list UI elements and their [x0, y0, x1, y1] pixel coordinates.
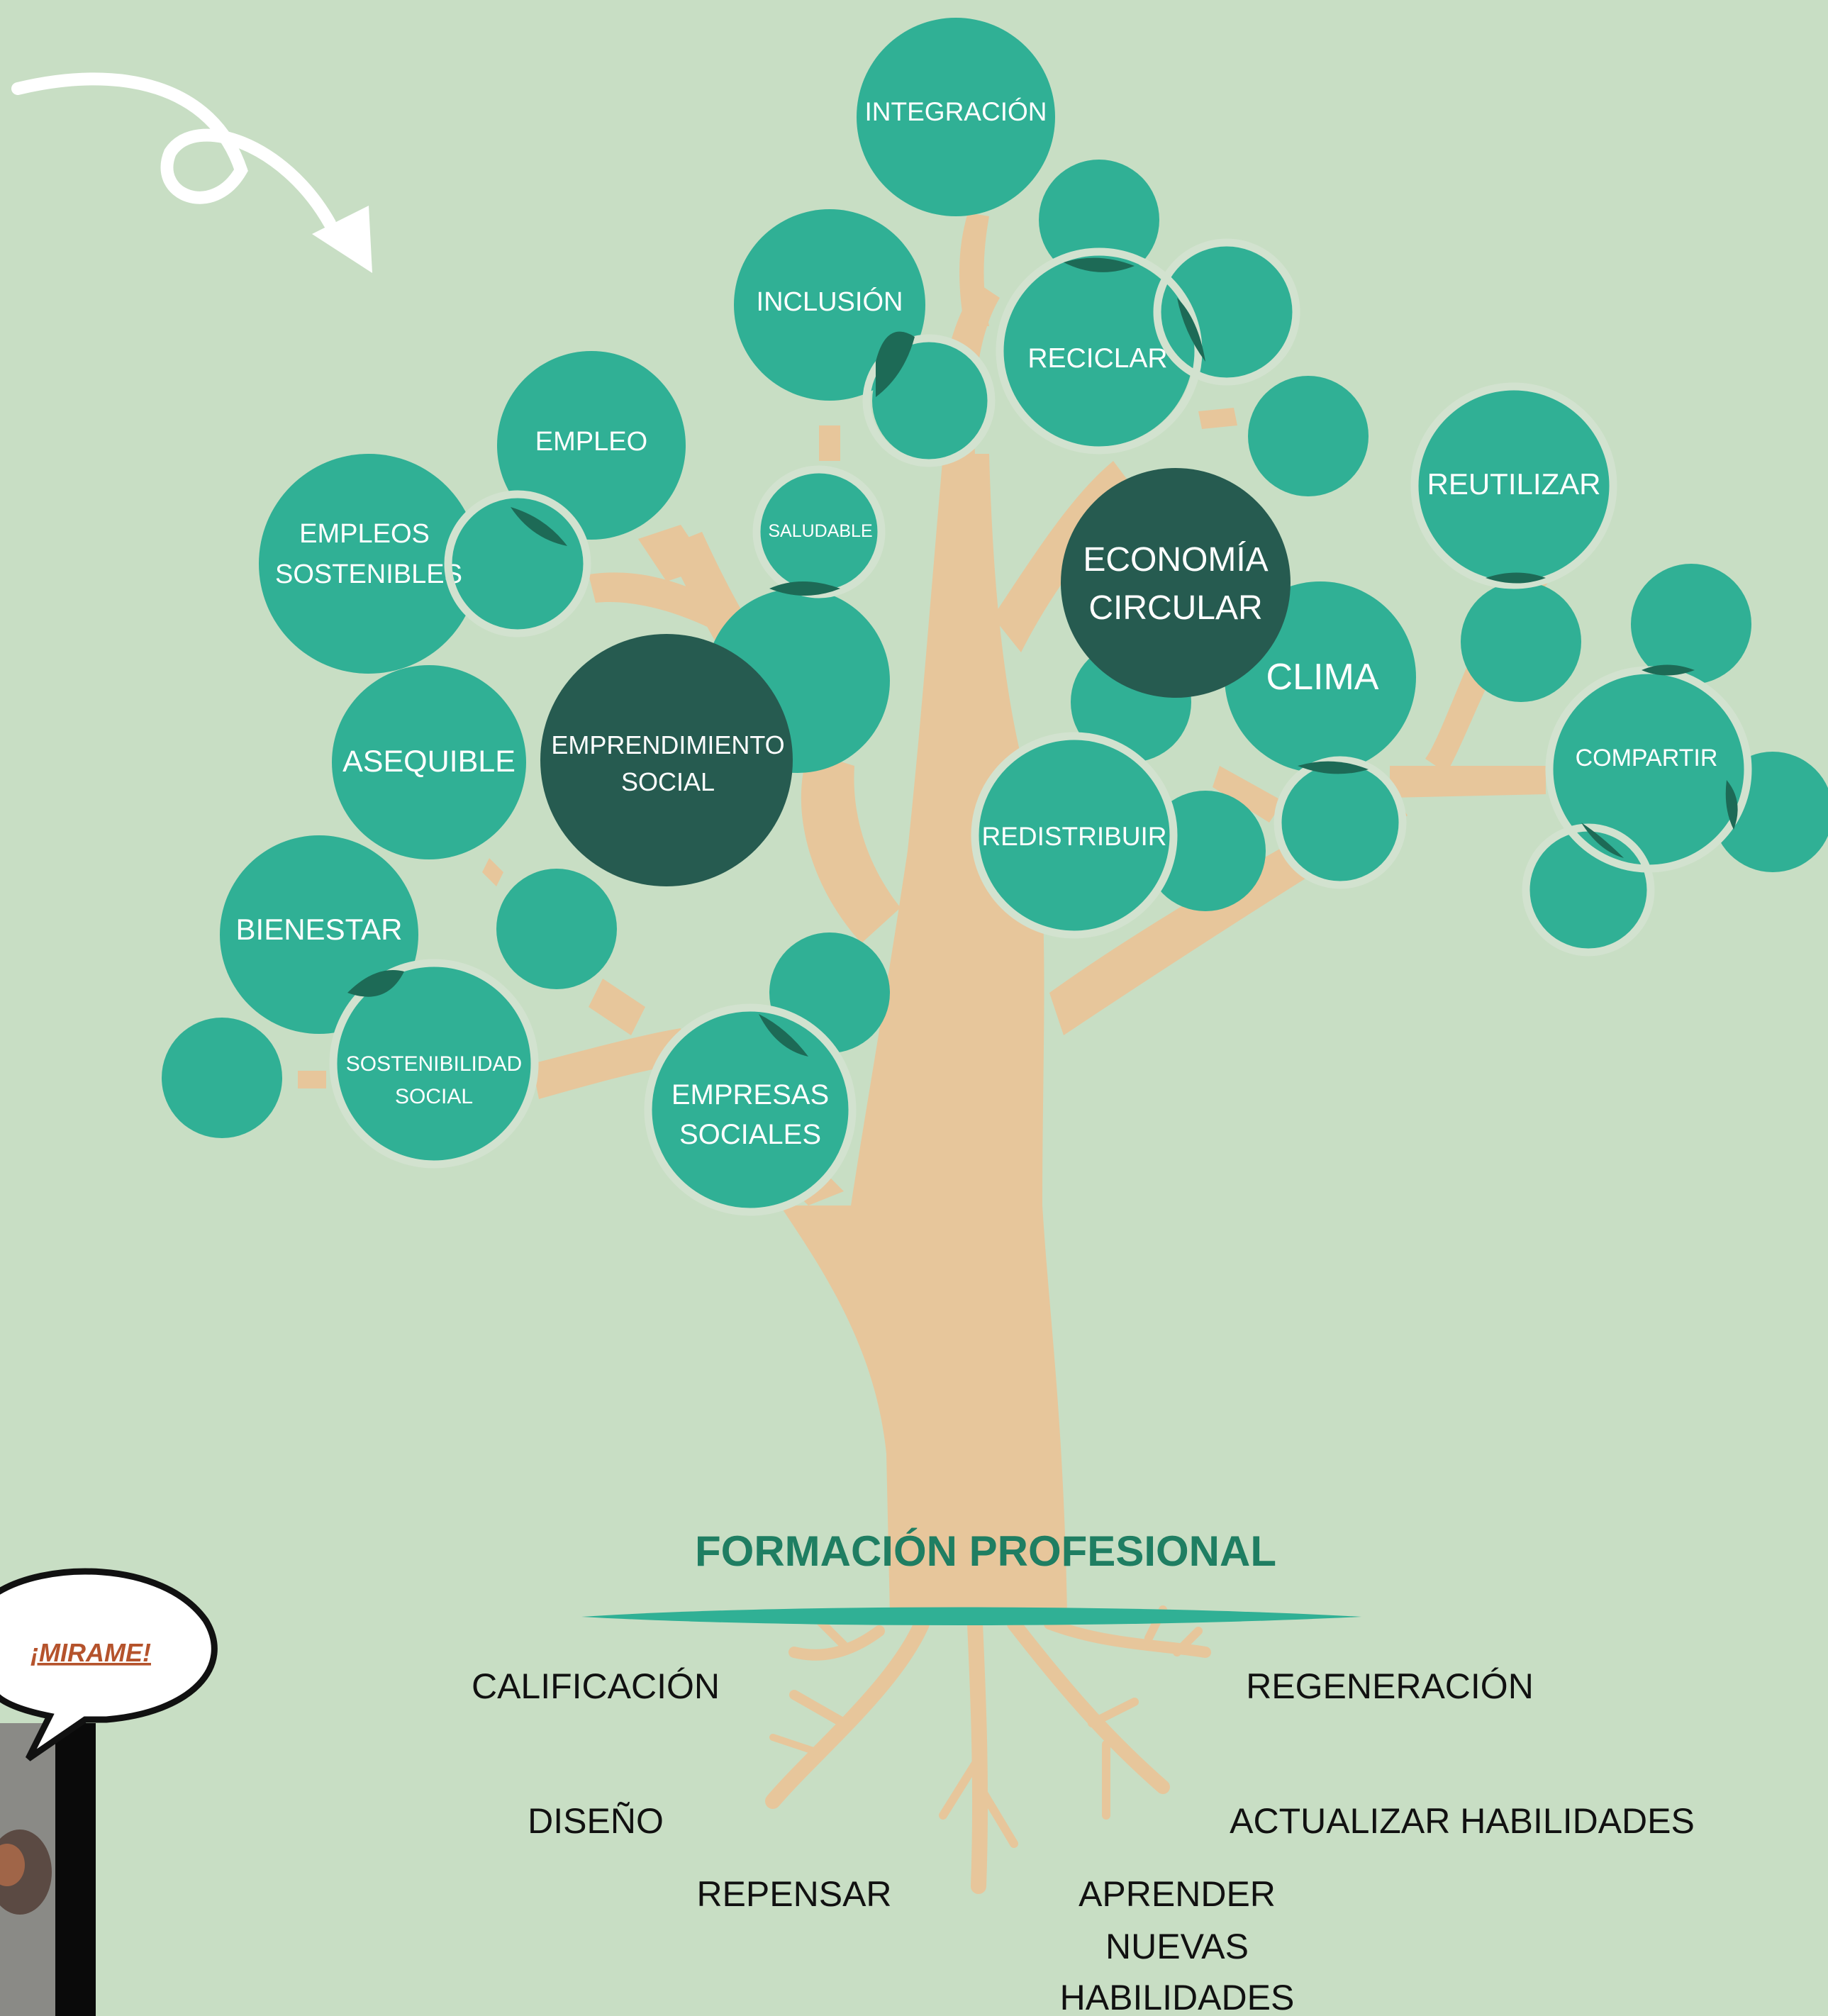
leaf-bienestar-label: BIENESTAR: [236, 913, 403, 946]
leaf-reciclar-label: RECICLAR: [1027, 343, 1167, 374]
root-label-aprender-1: APRENDER: [1079, 1874, 1276, 1914]
leaf-emprendimiento-social-label-2: SOCIAL: [621, 767, 715, 796]
leaf-inclusion: INCLUSIÓN: [734, 209, 925, 401]
leaf-sostenibilidad-social: SOSTENIBILIDAD SOCIAL: [336, 966, 532, 1162]
leaf-sostenibilidad-social-label-2: SOCIAL: [395, 1085, 473, 1108]
root-label-repensar: REPENSAR: [696, 1874, 891, 1914]
ground-line: [581, 1607, 1361, 1625]
leaf-empleo: EMPLEO: [497, 351, 686, 540]
root-labels: CALIFICACIÓN REGENERACIÓN DISEÑO ACTUALI…: [472, 1666, 1695, 2016]
leaf-empleos-sostenibles-label-1: EMPLEOS: [299, 519, 430, 549]
root-label-calificacion: CALIFICACIÓN: [472, 1666, 720, 1706]
leaf-empleos-sostenibles: EMPLEOS SOSTENIBLES: [259, 454, 479, 674]
leaf-economia-circular-label-1: ECONOMÍA: [1083, 541, 1268, 579]
leaf-economia-circular: ECONOMÍA CIRCULAR: [1061, 468, 1291, 698]
leaf-empleos-sostenibles-label-2: SOSTENIBLES: [275, 559, 462, 589]
leaf-integracion-label: INTEGRACIÓN: [865, 97, 1047, 126]
leaf-inclusion-label: INCLUSIÓN: [757, 286, 903, 317]
trunk-label: FORMACIÓN PROFESIONAL: [695, 1527, 1276, 1575]
root-label-aprender-3: HABILIDADES: [1060, 1978, 1295, 2016]
leaf-cluster: [162, 160, 1828, 1138]
leaf-sostenibilidad-social-label-1: SOSTENIBILIDAD: [346, 1052, 522, 1076]
root-label-diseno: DISEÑO: [528, 1801, 664, 1841]
speech-bubble[interactable]: ¡MIRAME!: [0, 1568, 218, 2016]
leaf-integracion: INTEGRACIÓN: [857, 18, 1055, 216]
leaf-compartir: COMPARTIR: [1553, 674, 1744, 865]
leaf-empresas-sociales-label-2: SOCIALES: [679, 1119, 821, 1150]
root-label-regeneracion: REGENERACIÓN: [1246, 1666, 1534, 1706]
leaf-reutilizar: REUTILIZAR: [1418, 390, 1610, 581]
leaf-redistribuir-label: REDISTRIBUIR: [981, 822, 1166, 851]
leaf-overlap-lenses: [347, 257, 1738, 1057]
curly-arrow-icon: [11, 72, 372, 273]
leaf-saludable-label: SALUDABLE: [768, 521, 872, 541]
leaf-emprendimiento-social-label-1: EMPRENDIMIENTO: [551, 730, 784, 759]
leaf-emprendimiento-social: EMPRENDIMIENTO SOCIAL: [540, 634, 793, 886]
tree-roots: [765, 1605, 1211, 1894]
root-label-aprender-2: NUEVAS: [1105, 1927, 1249, 1966]
leaf-redistribuir: REDISTRIBUIR: [979, 740, 1170, 931]
leaf-asequible-label: ASEQUIBLE: [342, 745, 515, 779]
leaf-empresas-sociales-label-1: EMPRESAS: [671, 1079, 829, 1110]
leaf-empleo-label: EMPLEO: [535, 427, 647, 457]
leaf-asequible: ASEQUIBLE: [332, 665, 526, 859]
leaf-reutilizar-label: REUTILIZAR: [1427, 467, 1600, 501]
leaf-empresas-sociales: EMPRESAS SOCIALES: [651, 1010, 849, 1209]
leaf-compartir-label: COMPARTIR: [1576, 745, 1718, 772]
leaf-reciclar: RECICLAR: [1002, 255, 1193, 447]
leaf-economia-circular-label-2: CIRCULAR: [1088, 589, 1262, 627]
callout-text: ¡MIRAME!: [30, 1638, 151, 1667]
leaf-saludable: SALUDABLE: [759, 472, 879, 592]
root-label-actualizar-habilidades: ACTUALIZAR HABILIDADES: [1230, 1801, 1695, 1841]
leaf-clima-label: CLIMA: [1266, 657, 1379, 698]
